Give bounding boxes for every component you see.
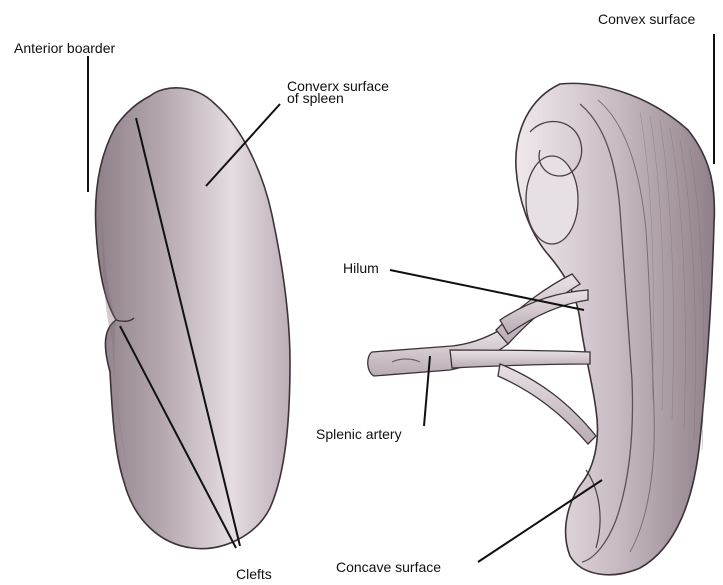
- right-spleen: [516, 83, 715, 574]
- right-spleen-upper-lobe: [526, 156, 578, 244]
- label-convex-surface: Convex surface: [598, 13, 695, 26]
- label-splenic-artery: Splenic artery: [316, 428, 402, 441]
- left-spleen-body: [96, 88, 290, 549]
- vessel-branch-lower: [498, 364, 596, 444]
- label-converx-surface: Converx surface of spleen: [287, 80, 427, 104]
- left-spleen: [96, 88, 290, 549]
- label-hilum: Hilum: [343, 262, 379, 275]
- label-anterior-border: Anterior boarder: [14, 42, 115, 55]
- vessel-branch-middle: [450, 350, 590, 368]
- splenic-vessels: [368, 274, 596, 444]
- label-clefts: Clefts: [236, 568, 272, 581]
- label-concave-surface: Concave surface: [336, 561, 441, 574]
